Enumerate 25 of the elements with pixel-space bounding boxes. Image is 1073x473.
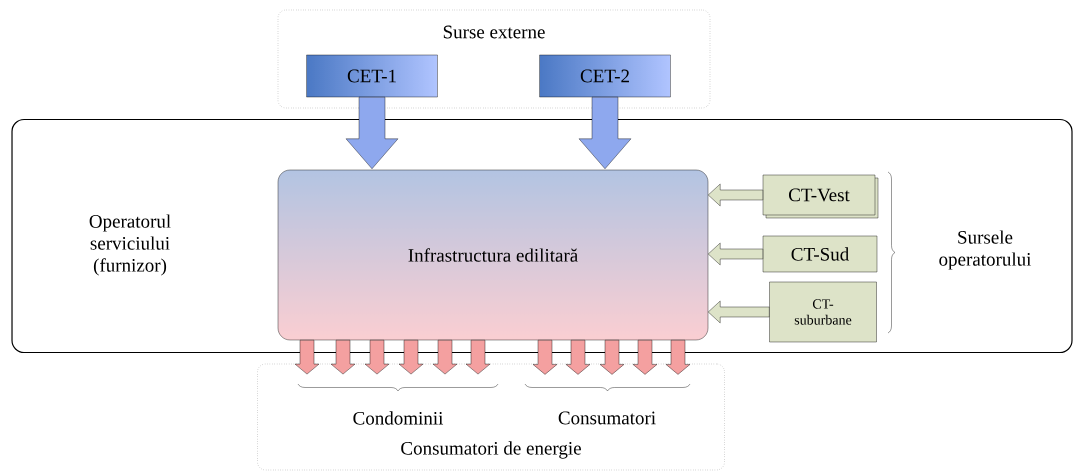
- block-arrow: [432, 340, 458, 375]
- group-label: Consumatori: [558, 411, 656, 425]
- block-arrow: [578, 97, 632, 169]
- infrastructure-box: Infrastructura edilitară: [277, 169, 709, 341]
- block-arrow: [398, 340, 424, 375]
- source-box: CET-1: [306, 54, 438, 98]
- block-arrow: [708, 300, 770, 324]
- block-arrow: [345, 97, 399, 169]
- source-box: CT-suburbane: [769, 281, 877, 343]
- block-arrow: [330, 340, 356, 375]
- source-box: CT-Sud: [762, 235, 878, 273]
- block-arrow: [294, 340, 320, 375]
- block-arrow: [599, 340, 625, 375]
- block-arrow: [565, 340, 591, 375]
- block-arrow: [665, 340, 691, 375]
- group-label: Sursele operatorului: [939, 230, 1032, 270]
- block-arrow: [708, 242, 763, 266]
- block-arrow: [465, 340, 491, 375]
- group-label: Condominii: [353, 411, 444, 425]
- block-arrow: [532, 340, 558, 375]
- source-box: CET-2: [539, 54, 671, 98]
- source-box: CT-Vest: [762, 174, 879, 219]
- block-arrow: [632, 340, 658, 375]
- block-arrow: [708, 183, 763, 207]
- block-arrow: [364, 340, 390, 375]
